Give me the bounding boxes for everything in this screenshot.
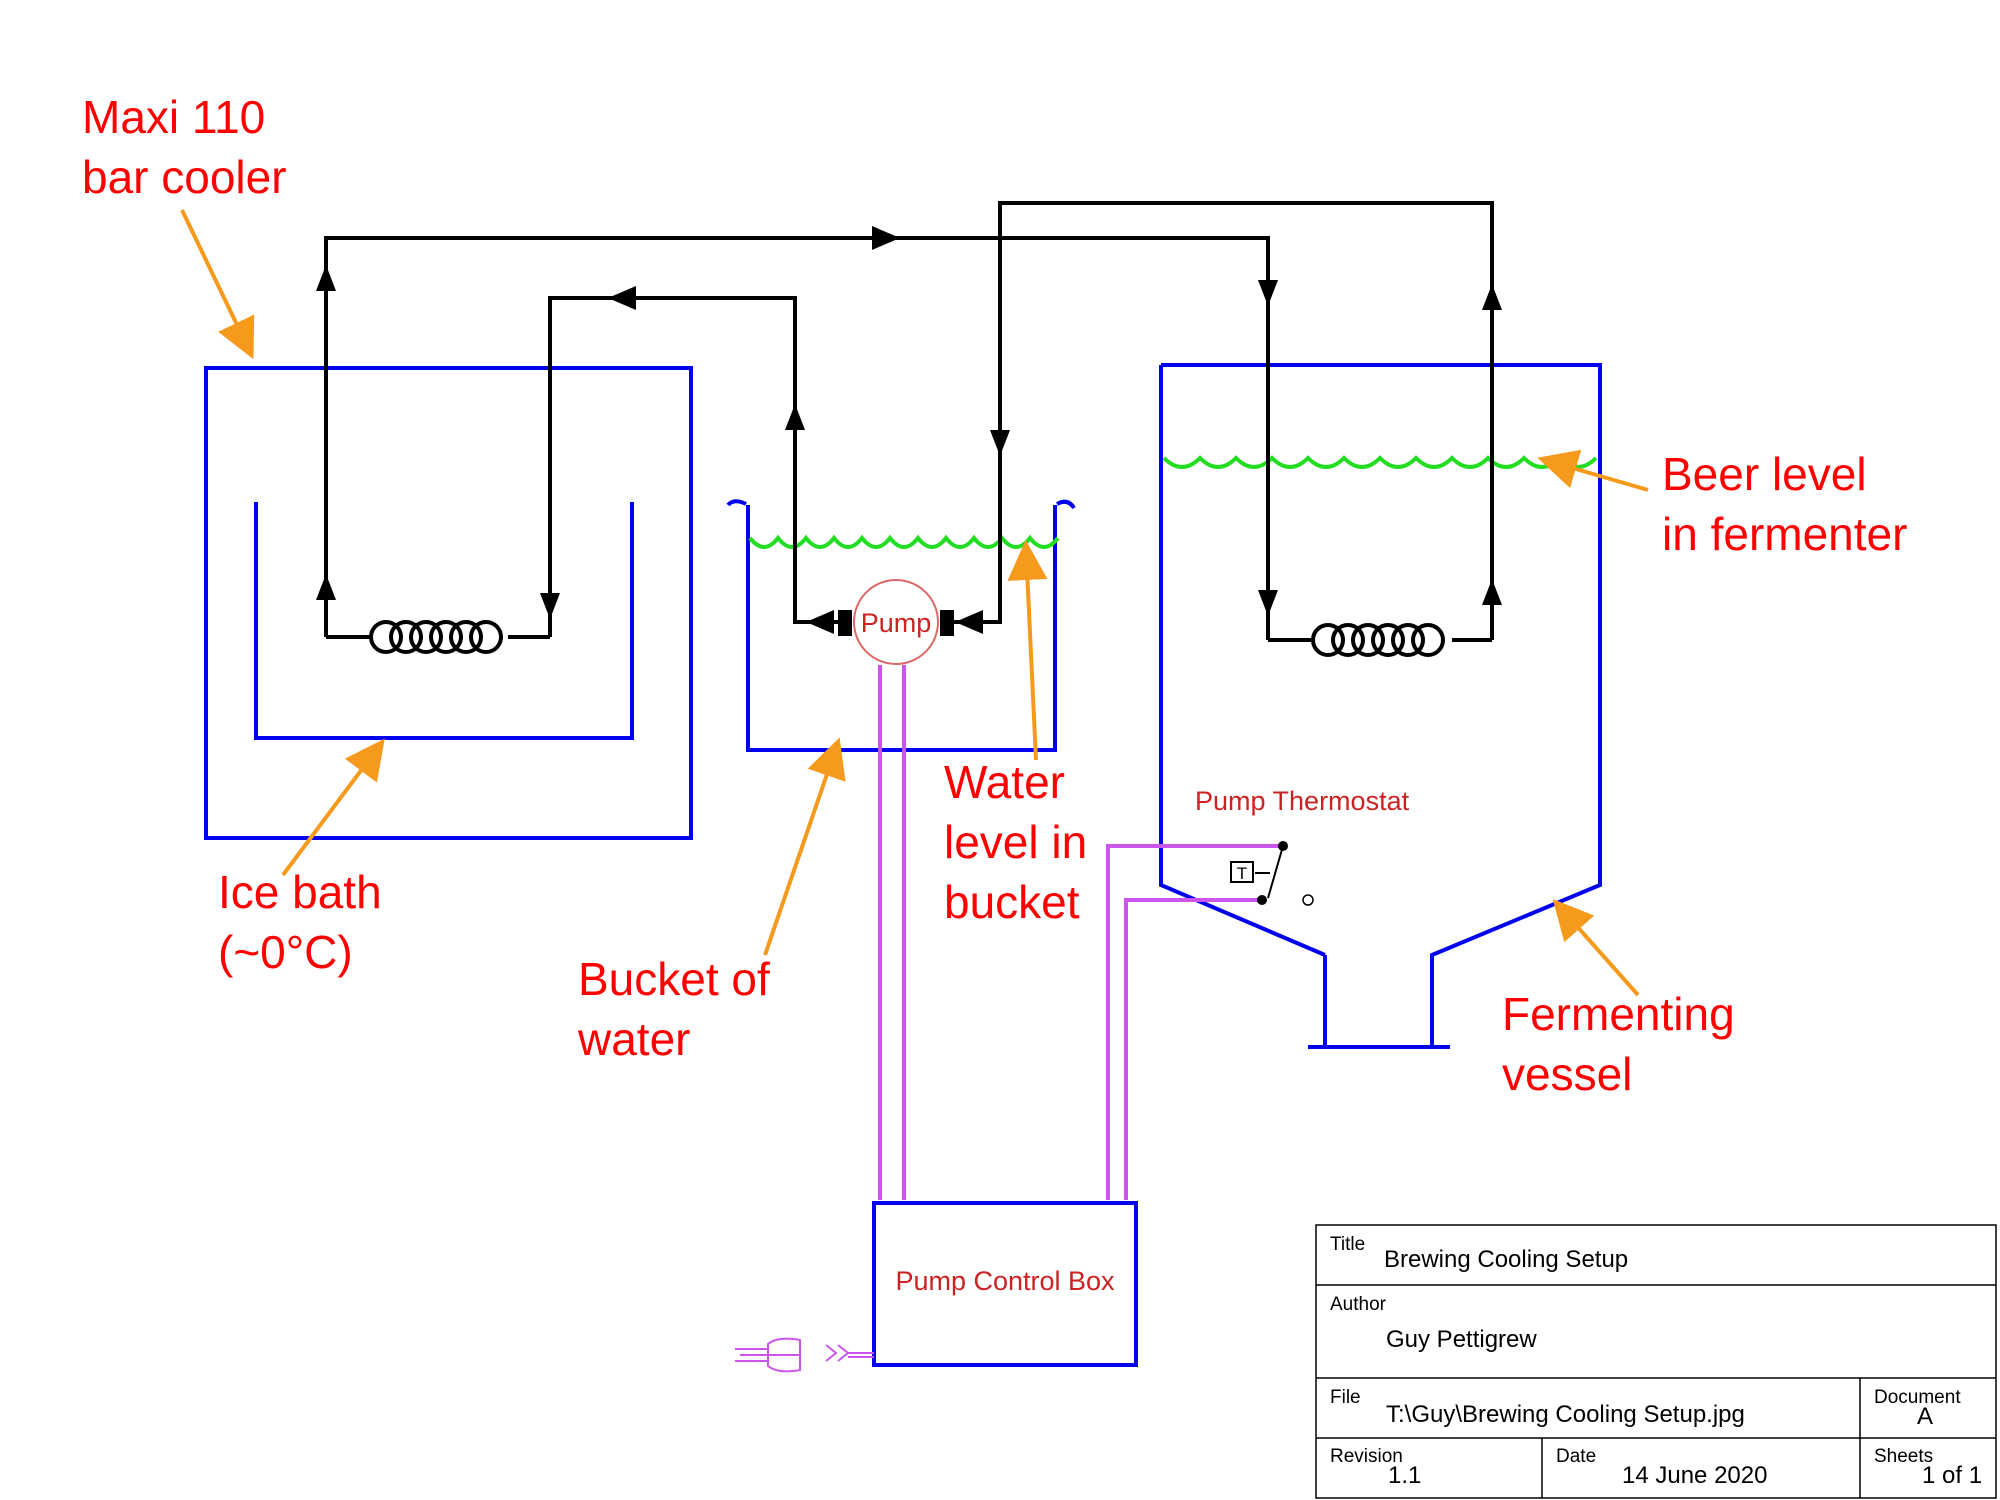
arrow-bucket [763,737,846,956]
flow-arrows [316,226,1502,634]
vessel-body [1159,363,1602,1045]
callout-vessel-line2: vessel [1502,1048,1632,1100]
sheets-label: Sheets [1874,1446,1933,1467]
cooler-coil [326,620,550,654]
arrow-beer-level [1537,449,1649,492]
callout-bucket-line2: water [577,1013,690,1065]
callout-cooler-line2: bar cooler [82,151,287,203]
revision-value: 1.1 [1388,1462,1421,1489]
thermostat-label: Pump Thermostat [1195,786,1410,816]
callout-water-line3: bucket [944,876,1080,928]
document-label: Document [1874,1387,1961,1408]
arrow-bar-cooler [180,209,255,360]
bucket-walls [746,505,1057,752]
callout-water-line1: Water [944,756,1065,808]
callout-labels: Maxi 110 bar cooler Ice bath (~0°C) Buck… [82,91,1907,1100]
title-value: Brewing Cooling Setup [1384,1246,1628,1273]
cooler-housing [204,366,693,840]
callout-ice-line2: (~0°C) [218,926,353,978]
revision-label: Revision [1330,1446,1403,1467]
callout-ice-line1: Ice bath [218,866,382,918]
coolant-pipes [316,201,1502,640]
pump-label: Pump [861,608,932,638]
power-plug-icon [735,1337,874,1373]
thermostat-symbol: T [1237,864,1247,883]
callout-cooler-line1: Maxi 110 [82,91,265,143]
pipe-cooler-return [548,296,840,637]
arrow-ice-bath [281,738,385,877]
callout-vessel-line1: Fermenting [1502,988,1735,1040]
pump: Pump [838,579,954,665]
sheets-value: 1 of 1 [1922,1462,1982,1489]
callout-water-line2: level in [944,816,1087,868]
bucket-water-level [748,534,1060,549]
author-value: Guy Pettigrew [1386,1326,1537,1353]
thermostat: T Pump Thermostat [1195,786,1410,906]
arrow-water-level [1007,540,1048,761]
callout-beer-line2: in fermenter [1662,508,1907,560]
document-value: A [1917,1403,1933,1430]
author-label: Author [1330,1294,1387,1315]
beer-level [1162,455,1598,469]
file-value: T:\Guy\Brewing Cooling Setup.jpg [1386,1401,1745,1428]
wiring [878,665,1283,1200]
callout-bucket-line1: Bucket of [578,953,770,1005]
title-block: Title Brewing Cooling Setup Author Guy P… [1315,1224,1997,1499]
water-bucket [726,499,1076,752]
date-label: Date [1556,1446,1596,1467]
title-label: Title [1330,1234,1365,1255]
thermostat-symbol-box [1230,861,1254,883]
pump-control-box: Pump Control Box [735,1201,1138,1373]
ice-bath-tank [254,502,634,740]
control-box-label: Pump Control Box [895,1266,1115,1296]
file-label: File [1330,1387,1361,1408]
pipe-cooler-to-fermenter [324,236,1270,640]
pump-body [853,579,939,665]
bar-cooler [204,366,693,840]
control-box-outline [872,1201,1138,1367]
leader-arrows [180,209,1649,997]
callout-beer-line1: Beer level [1662,448,1867,500]
arrow-fermenting-vessel [1552,899,1640,997]
fermenter-coil [1268,623,1492,657]
fermenting-vessel [1159,363,1602,1049]
date-value: 14 June 2020 [1622,1462,1767,1489]
